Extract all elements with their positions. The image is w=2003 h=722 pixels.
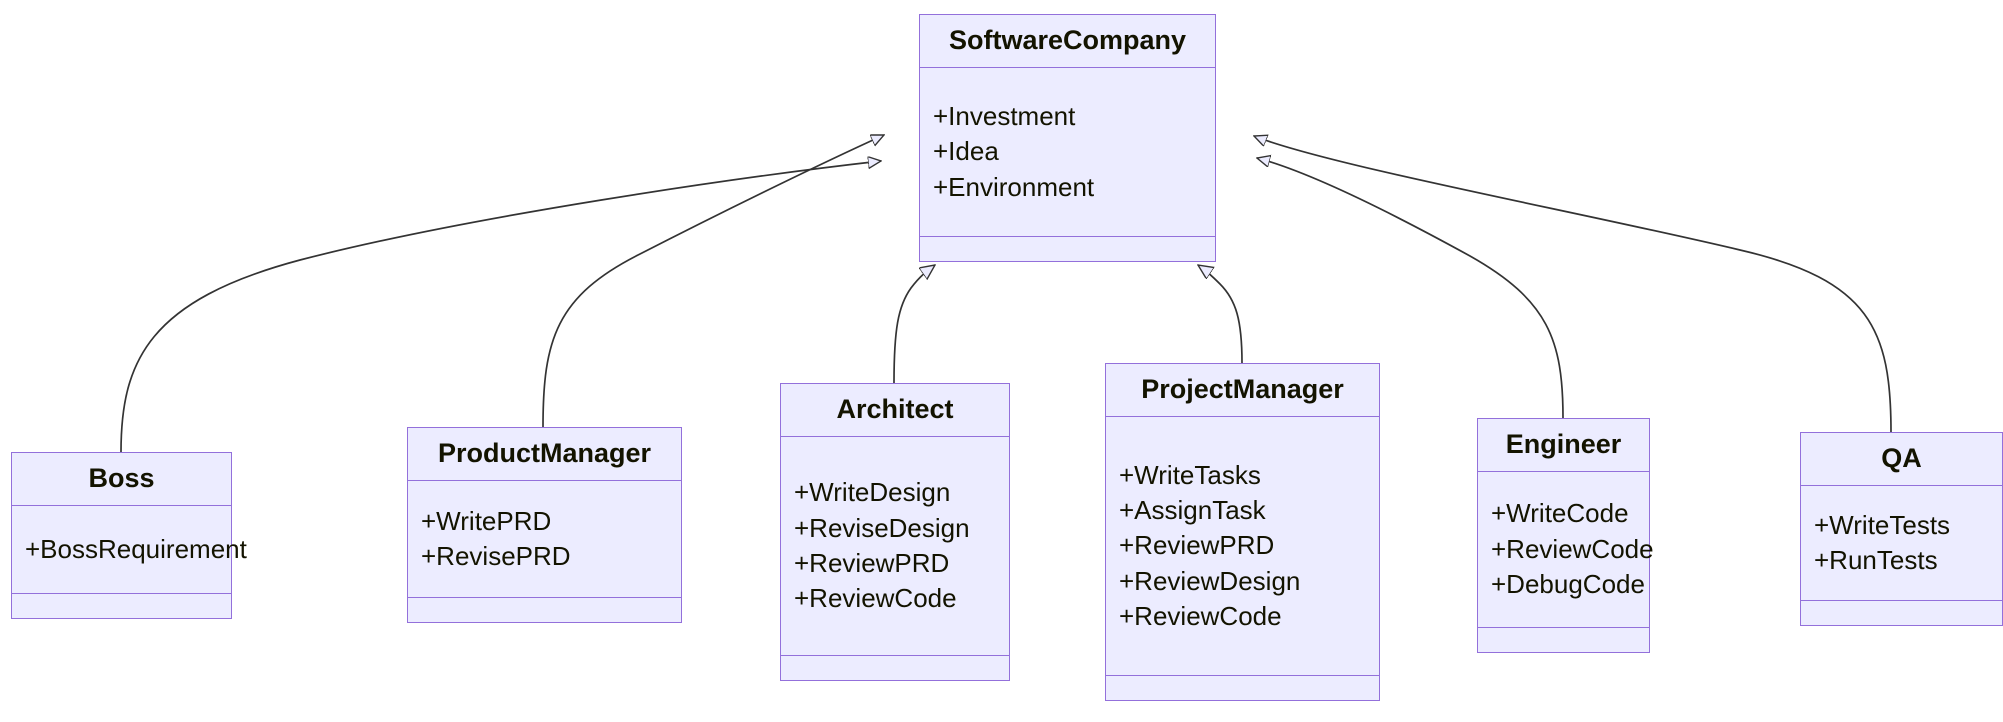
- class-title-productmanager: ProductManager: [408, 428, 681, 481]
- class-node-qa[interactable]: QA +WriteTests +RunTests: [1800, 432, 2003, 626]
- class-node-architect[interactable]: Architect +WriteDesign +ReviseDesign +Re…: [780, 383, 1010, 681]
- class-attribute: +DebugCode: [1491, 569, 1645, 600]
- class-attributes-productmanager: +WritePRD +RevisePRD: [408, 481, 681, 598]
- class-methods-engineer: [1478, 628, 1649, 652]
- class-attribute: +BossRequirement: [25, 533, 247, 564]
- class-attribute: +ReviewCode: [1119, 601, 1282, 632]
- edge-boss-to-softwarecompany: [120, 161, 881, 453]
- class-attribute: +ReviseDesign: [794, 512, 970, 543]
- class-attribute: +WriteCode: [1491, 498, 1629, 529]
- class-node-engineer[interactable]: Engineer +WriteCode +ReviewCode +DebugCo…: [1477, 418, 1654, 653]
- class-attribute: +ReviewCode: [1491, 533, 1654, 564]
- class-methods-projectmanager: [1106, 676, 1379, 700]
- class-attribute: +RunTests: [1814, 545, 1938, 575]
- class-methods-qa: [1801, 601, 2002, 625]
- class-attribute: +ReviewDesign: [1119, 565, 1301, 596]
- class-methods-productmanager: [408, 598, 681, 622]
- class-title-projectmanager: ProjectManager: [1106, 364, 1379, 417]
- class-title-qa: QA: [1801, 433, 2002, 486]
- class-title-softwarecompany: SoftwareCompany: [920, 15, 1215, 68]
- class-node-softwarecompany[interactable]: SoftwareCompany +Investment +Idea +Envir…: [919, 14, 1216, 262]
- class-attribute: +RevisePRD: [421, 541, 571, 571]
- class-methods-architect: [781, 656, 1009, 680]
- edge-architect-to-softwarecompany: [893, 265, 935, 384]
- class-attribute: +ReviewCode: [794, 583, 957, 614]
- class-attributes-architect: +WriteDesign +ReviseDesign +ReviewPRD +R…: [781, 437, 1009, 656]
- edge-projectmanager-to-softwarecompany: [1198, 265, 1243, 364]
- class-node-productmanager[interactable]: ProductManager +WritePRD +RevisePRD: [407, 427, 682, 623]
- class-attributes-engineer: +WriteCode +ReviewCode +DebugCode: [1478, 472, 1654, 628]
- class-attribute: +WriteTasks: [1119, 459, 1261, 490]
- class-title-engineer: Engineer: [1478, 419, 1649, 472]
- class-node-projectmanager[interactable]: ProjectManager +WriteTasks +AssignTask +…: [1105, 363, 1380, 701]
- class-attribute: +Idea: [933, 136, 999, 167]
- class-methods-boss: [12, 594, 231, 618]
- class-attributes-projectmanager: +WriteTasks +AssignTask +ReviewPRD +Revi…: [1106, 417, 1379, 676]
- class-attribute: +WriteTests: [1814, 509, 1951, 540]
- class-attributes-boss: +BossRequirement: [12, 506, 247, 594]
- class-attribute: +Environment: [933, 171, 1095, 202]
- class-attribute: +WriteDesign: [794, 477, 951, 508]
- class-attributes-qa: +WriteTests +RunTests: [1801, 486, 2002, 601]
- class-node-boss[interactable]: Boss +BossRequirement: [11, 452, 247, 619]
- class-attribute: +ReviewPRD: [1119, 530, 1275, 561]
- class-attribute: +Investment: [933, 100, 1076, 131]
- class-title-architect: Architect: [781, 384, 1009, 437]
- class-attributes-softwarecompany: +Investment +Idea +Environment: [920, 68, 1215, 237]
- class-attribute: +WritePRD: [421, 505, 552, 536]
- class-attribute: +AssignTask: [1119, 494, 1266, 525]
- class-methods-softwarecompany: [920, 237, 1215, 261]
- class-title-boss: Boss: [12, 453, 231, 506]
- class-attribute: +ReviewPRD: [794, 548, 950, 578]
